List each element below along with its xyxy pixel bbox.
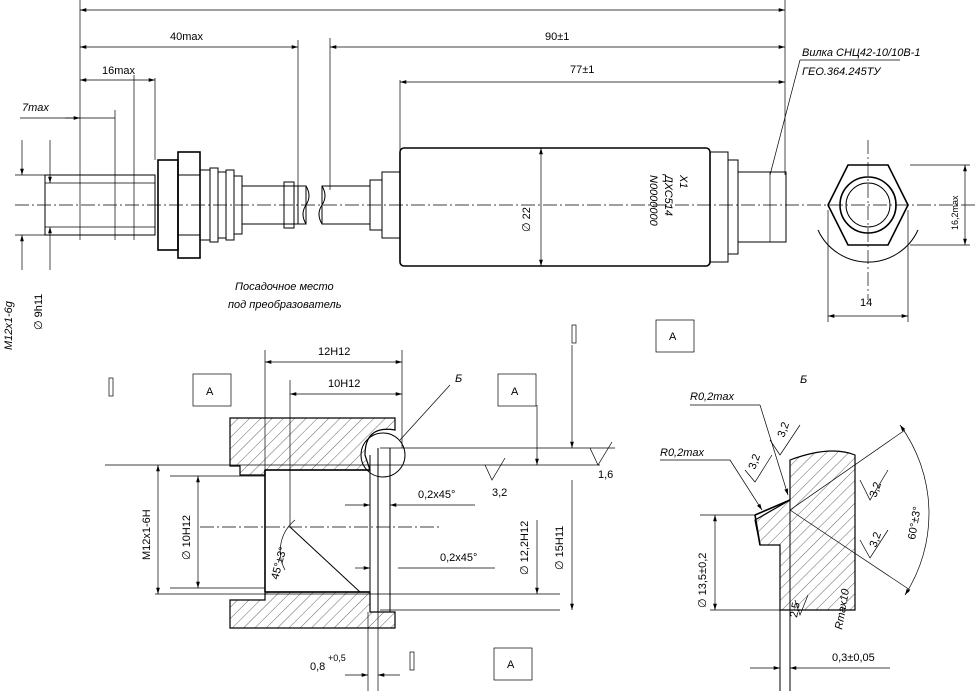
dim-14: 14 bbox=[860, 297, 872, 309]
dia-13-5: ∅ 13,5±0,2 bbox=[697, 553, 709, 608]
rough-b-4: 3,2 bbox=[868, 531, 885, 549]
datum-a-1: A bbox=[206, 386, 214, 398]
dim-d22: ∅ 22 bbox=[521, 207, 533, 232]
rough-b-1: 3,2 bbox=[776, 421, 793, 439]
detail-b-view: Б ∅ 13,5±0,2 R0,2max R0,2max 3,2 3,2 3,2… bbox=[660, 374, 930, 691]
rough-3-2: 3,2 bbox=[492, 487, 507, 499]
marking-serial: N0000000 bbox=[647, 175, 659, 227]
dim-12h12: 12H12 bbox=[318, 346, 350, 358]
dim-40max: 40max bbox=[170, 31, 204, 43]
dia-9h11: ∅ 9h11 bbox=[33, 294, 45, 330]
marking-x1: X1 bbox=[677, 174, 689, 188]
connector-label: Вилка СНЦ42-10/10В-1 bbox=[802, 47, 920, 59]
view-b-label: Б bbox=[455, 373, 462, 385]
sensor-end-view: 16,2max 14 bbox=[817, 140, 970, 322]
dia-10h12: ∅ 10H12 bbox=[181, 515, 193, 560]
dim-90: 90±1 bbox=[545, 31, 569, 43]
detail-b-title: Б bbox=[800, 374, 807, 386]
dim-77: 77±1 bbox=[570, 64, 594, 76]
sensor-side-view: 40max 90±1 77±1 16max 7max bbox=[3, 0, 978, 350]
radius-1: R0,2max bbox=[690, 391, 735, 403]
chamfer-1: 0,2x45° bbox=[418, 489, 455, 501]
radius-2: R0,2max bbox=[660, 447, 705, 459]
dia-12-2h12: ∅ 12,2H12 bbox=[519, 521, 531, 575]
dim-7max: 7max bbox=[22, 102, 49, 114]
mount-text-1: Посадочное место bbox=[235, 281, 334, 293]
mounting-section-view: A A A A Б 12 bbox=[105, 319, 695, 691]
thread-m12: M12x1-6g bbox=[3, 300, 15, 350]
dim-10h12: 10H12 bbox=[328, 378, 360, 390]
thread-m12-6h: M12x1-6H bbox=[141, 509, 153, 560]
dim-0-3: 0,3±0,05 bbox=[832, 652, 875, 664]
angle-45: 45°±3° bbox=[269, 546, 289, 581]
dim-16-2max: 16,2max bbox=[950, 195, 960, 230]
rough-2-5: 2,5 bbox=[788, 601, 802, 618]
connector-spec: ГЕО.364.245ТУ bbox=[802, 66, 881, 78]
marking-dxs: ДХС514 bbox=[662, 173, 674, 216]
mount-text-2: под преобразователь bbox=[228, 299, 342, 311]
rough-b-2: 3,2 bbox=[747, 453, 764, 471]
dia-15h11: ∅ 15H11 bbox=[554, 526, 566, 570]
rough-b-3: 3,2 bbox=[868, 481, 885, 499]
dim-16max: 16max bbox=[102, 65, 136, 77]
dim-0-8-tol: +0,5 bbox=[328, 653, 346, 663]
rough-1-6: 1,6 bbox=[598, 469, 613, 481]
chamfer-2: 0,2x45° bbox=[440, 552, 477, 564]
datum-a-2: A bbox=[511, 386, 519, 398]
datum-a-3: A bbox=[669, 331, 677, 343]
dim-0-8: 0,8 bbox=[310, 661, 325, 673]
angle-60: 60°±3° bbox=[906, 506, 924, 541]
datum-a-4: A bbox=[507, 659, 515, 671]
